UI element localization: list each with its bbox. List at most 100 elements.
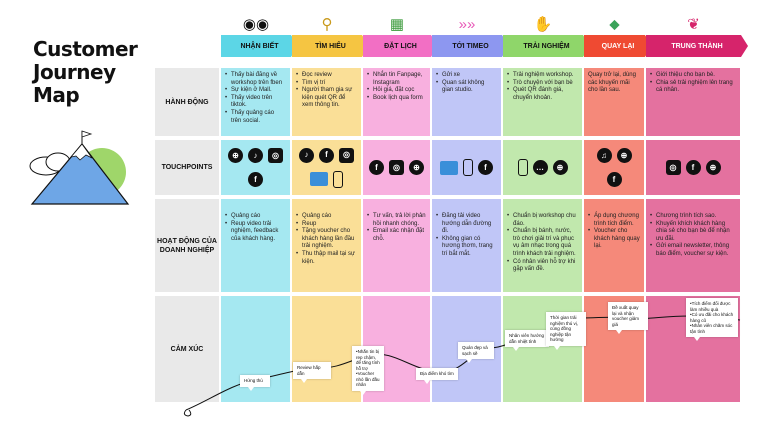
instagram-icon: ◎ xyxy=(268,148,283,163)
voice-icon: ♫ xyxy=(596,148,612,163)
cell-actions: Đọc reviewTìm vị tríNgười tham gia sự ki… xyxy=(292,68,361,136)
cell-actions: Quay trở lại, dùng các khuyến mãi cho lầ… xyxy=(584,68,644,136)
eyes-icon: ◉◉ xyxy=(242,16,270,33)
cell-actions: Nhắn tin Fanpage, InstagramHỏi giá, đặt … xyxy=(363,68,430,136)
cell-touchpoints: ♪f◎ xyxy=(292,140,361,195)
emotion-bubble: Nhân viên hướng dẫn nhiệt tình xyxy=(505,330,549,351)
cell-item: Reup xyxy=(296,221,357,229)
emotion-line: Nhắn tin bị rep chậm, để tăng tính hỗ tr… xyxy=(356,349,380,371)
emotion-line: Hứng thú xyxy=(244,378,263,383)
cell-item: Trải nghiệm workshop. xyxy=(507,72,578,80)
emotion-line: Nhân viên hướng dẫn nhiệt tình xyxy=(509,333,544,344)
cell-item: Thấy quảng cáo trên social. xyxy=(225,110,286,125)
cell-item: Chia sẻ trải nghiệm lên trang cá nhân. xyxy=(650,80,736,95)
carrot-icon: ⬥ xyxy=(609,15,620,33)
facebook-icon: f xyxy=(606,172,622,187)
cell-item: Quảng cáo xyxy=(225,213,286,221)
cell-item: Trò chuyện với bạn bè xyxy=(507,80,578,88)
cell-business: Quảng cáoReupTặng voucher cho khách hàng… xyxy=(292,199,361,292)
cell-item: Khuyến khích khách hàng chia sẻ cho bạn … xyxy=(650,221,736,244)
instagram-icon: ◎ xyxy=(665,160,681,175)
emotion-line: Review hấp dẫn xyxy=(297,365,321,376)
hand-icon: ✋ xyxy=(533,16,553,33)
globe-icon: ⊕ xyxy=(616,148,632,163)
emotion-line: Có ưu đãi cho khách hàng cũ xyxy=(690,312,734,323)
page-title: Customer Journey Map xyxy=(33,38,138,107)
cell-item: Hỏi giá, đặt cọc xyxy=(367,87,426,95)
cell-item: Gửi email newsletter, thông báo điểm, vo… xyxy=(650,243,736,258)
cell-item: Chuẩn bị bánh, nước, trò chơi giải trí v… xyxy=(507,228,578,258)
emotion-bubble: Nhắn tin bị rep chậm, để tăng tính hỗ tr… xyxy=(352,346,384,394)
cell-text: Quay trở lại, dùng các khuyến mãi cho lầ… xyxy=(588,72,636,94)
mountain-illustration xyxy=(29,130,130,205)
emotion-bubble: Đề xuất quay lại và nhận voucher giảm gi… xyxy=(608,302,648,334)
cell-actions: Gửi xeQuan sát không gian studio. xyxy=(432,68,501,136)
globe-icon: ⊕ xyxy=(552,160,568,175)
cell-touchpoints: ◎f⊕ xyxy=(646,140,740,195)
stage-header: TỚI TIMEO xyxy=(432,35,509,57)
cell-item: Gửi xe xyxy=(436,72,497,80)
cell-item: Email xác nhận đặt chỗ. xyxy=(367,228,426,243)
emotion-bubble: Review hấp dẫn xyxy=(293,362,331,383)
cell-item: Quét QR đánh giá, chuyển khoản. xyxy=(507,87,578,102)
cell-item: Thấy bài đăng về workshop trên fben xyxy=(225,72,286,87)
cell-item: Chuẩn bị workshop chu đáo. xyxy=(507,213,578,228)
phone-icon xyxy=(463,159,473,176)
emotion-line: Thời gian trải nghiệm thú vị, cùng đồng … xyxy=(550,315,579,342)
cell-business: Đăng tải video hướng dẫn đường đi.Không … xyxy=(432,199,501,292)
facebook-icon: f xyxy=(248,172,263,187)
emotion-bubble: Quán đẹp và sạch sẽ xyxy=(458,342,494,363)
stage-header: ĐẶT LỊCH xyxy=(363,35,438,57)
cell-touchpoints: ⊕ ♪ ◎ f xyxy=(221,140,290,195)
phone-icon xyxy=(333,170,343,188)
chat-icon: … xyxy=(532,160,548,175)
emotion-bubble: Địa điểm khó tìm xyxy=(416,368,458,383)
cell-item: Đăng tải video hướng dẫn đường đi. xyxy=(436,213,497,236)
arrows-icon: »» xyxy=(458,15,476,33)
cell-item: Tặng voucher cho khách hàng lần đầu trải… xyxy=(296,228,357,251)
facebook-icon: f xyxy=(685,160,701,175)
emotion-line: Địa điểm khó tìm xyxy=(420,371,454,376)
leaf-icon: ❦ xyxy=(687,16,700,33)
cell-item: Reup video trải nghiệm, feedback của khá… xyxy=(225,221,286,244)
cell-actions: Trải nghiệm workshop.Trò chuyện với bạn … xyxy=(503,68,582,136)
stage-header: TRUNG THÀNH xyxy=(646,35,748,57)
globe-icon: ⊕ xyxy=(228,148,243,163)
emotion-bubble: Thời gian trải nghiệm thú vị, cùng đồng … xyxy=(546,312,586,349)
cell-emotions xyxy=(292,296,361,402)
cell-item: Người tham gia sự kiện quét QR để xem th… xyxy=(296,87,357,110)
cell-touchpoints: f xyxy=(432,140,501,195)
cell-item: Không gian có hương thơm, trang trí bắt … xyxy=(436,236,497,259)
stage-header: TRẢI NGHIỆM xyxy=(503,35,590,57)
cell-actions: Thấy bài đăng về workshop trên fbenSự ki… xyxy=(221,68,290,136)
row-label: HOẠT ĐỘNG CỦA DOANH NGHIỆP xyxy=(155,199,219,292)
cell-business: Áp dụng chương trình tích điểm.Voucher c… xyxy=(584,199,644,292)
cell-business: Chương trình tích sao.Khuyến khích khách… xyxy=(646,199,740,292)
cell-business: Quảng cáoReup video trải nghiệm, feedbac… xyxy=(221,199,290,292)
facebook-icon: f xyxy=(319,147,334,163)
cell-item: Quan sát không gian studio. xyxy=(436,80,497,95)
emotion-line: Tích điểm đổi được làm nhiều quà xyxy=(690,301,734,312)
stage-header: TÌM HIỂU xyxy=(292,35,369,57)
cell-business: Tư vấn, trả lời phản hồi nhanh chóng.Ema… xyxy=(363,199,430,292)
cell-touchpoints: ♫ ⊕ f xyxy=(584,140,644,195)
cell-actions: Giới thiệu cho bạn bè.Chia sẻ trải nghiệ… xyxy=(646,68,740,136)
phone-icon xyxy=(517,159,528,176)
cell-touchpoints: …⊕ xyxy=(503,140,582,195)
instagram-icon: ◎ xyxy=(389,160,404,175)
map-icon xyxy=(310,172,328,186)
cell-item: Giới thiệu cho bạn bè. xyxy=(650,72,736,80)
stage-header: NHẬN BIẾT xyxy=(221,35,298,57)
calendar-icon: ▦ xyxy=(389,16,405,33)
stage-header: QUAY LẠI xyxy=(584,35,652,57)
cell-item: Sự kiện ở Mall. xyxy=(225,87,286,95)
cell-item: Có nhân viên hỗ trợ khi gặp vấn đề. xyxy=(507,259,578,274)
tiktok-icon: ♪ xyxy=(248,148,263,163)
facebook-icon: f xyxy=(478,160,493,175)
cell-item: Quảng cáo xyxy=(296,213,357,221)
cell-item: Tư vấn, trả lời phản hồi nhanh chóng. xyxy=(367,213,426,228)
cell-item: Áp dụng chương trình tích điểm. xyxy=(588,213,640,228)
row-label: HÀNH ĐỘNG xyxy=(155,68,219,136)
magnifier-icon: ⚲ xyxy=(321,16,333,33)
title-line-2: Journey xyxy=(33,60,116,84)
